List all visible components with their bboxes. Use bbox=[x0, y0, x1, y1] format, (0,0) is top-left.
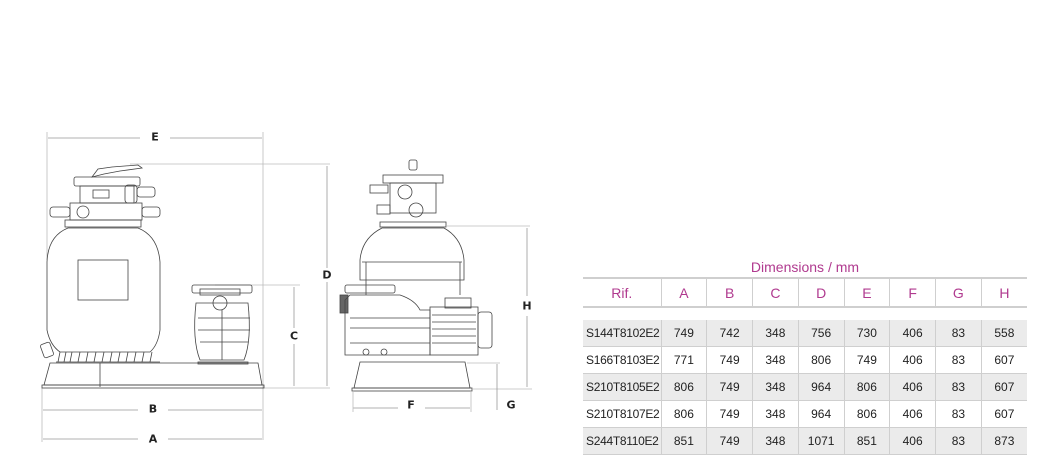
table-spacer bbox=[583, 307, 1027, 320]
cell-e: 851 bbox=[843, 427, 890, 455]
table-row: S244T8110E2 851 749 348 1071 851 406 83 … bbox=[583, 427, 1027, 455]
cell-a: 749 bbox=[660, 320, 707, 347]
cell-c: 348 bbox=[752, 373, 799, 401]
cell-c: 348 bbox=[752, 400, 799, 428]
cell-b: 749 bbox=[706, 373, 753, 401]
cell-d: 756 bbox=[797, 320, 844, 347]
cell-c: 348 bbox=[752, 320, 799, 347]
cell-h: 607 bbox=[980, 346, 1027, 374]
column-header-e: E bbox=[843, 277, 890, 308]
dimension-label-b: B bbox=[145, 402, 161, 416]
cell-f: 406 bbox=[889, 427, 936, 455]
technical-drawing: E D C B A H F G bbox=[40, 130, 535, 446]
table-row: S144T8102E2 749 742 348 756 730 406 83 5… bbox=[583, 320, 1027, 347]
cell-b: 742 bbox=[706, 320, 753, 347]
cell-d: 1071 bbox=[797, 427, 844, 455]
cell-d: 964 bbox=[797, 400, 844, 428]
cell-b: 749 bbox=[706, 427, 753, 455]
column-header-rif: Rif. bbox=[583, 277, 662, 308]
dimensions-table: Rif. A B C D E F G H S144T8102E2 749 742… bbox=[583, 277, 1027, 455]
cell-f: 406 bbox=[889, 373, 936, 401]
dimension-label-d: D bbox=[319, 268, 335, 282]
cell-f: 406 bbox=[889, 400, 936, 428]
dimensions-table-panel: Dimensions / mm Rif. A B C D E F G H S14… bbox=[583, 257, 1027, 455]
cell-a: 806 bbox=[660, 373, 707, 401]
dimension-label-e: E bbox=[148, 130, 162, 144]
cell-c: 348 bbox=[752, 346, 799, 374]
dimension-label-f: F bbox=[404, 398, 418, 412]
cell-f: 406 bbox=[889, 320, 936, 347]
cell-d: 806 bbox=[797, 346, 844, 374]
column-header-c: C bbox=[752, 277, 799, 308]
cell-g: 83 bbox=[935, 320, 982, 347]
cell-h: 607 bbox=[980, 400, 1027, 428]
cell-a: 851 bbox=[660, 427, 707, 455]
filter-pump-drawing bbox=[40, 132, 532, 442]
cell-f: 406 bbox=[889, 346, 936, 374]
column-header-d: D bbox=[797, 277, 844, 308]
table-title: Dimensions / mm bbox=[750, 259, 860, 275]
column-header-g: G bbox=[935, 277, 982, 308]
cell-b: 749 bbox=[706, 400, 753, 428]
cell-rif: S210T8107E2 bbox=[583, 400, 662, 428]
cell-rif: S166T8103E2 bbox=[583, 346, 662, 374]
cell-e: 730 bbox=[843, 320, 890, 347]
column-header-b: B bbox=[706, 277, 753, 308]
cell-a: 806 bbox=[660, 400, 707, 428]
cell-b: 749 bbox=[706, 346, 753, 374]
cell-a: 771 bbox=[660, 346, 707, 374]
table-row: S210T8107E2 806 749 348 964 806 406 83 6… bbox=[583, 400, 1027, 428]
cell-h: 607 bbox=[980, 373, 1027, 401]
dimension-label-h: H bbox=[519, 299, 535, 313]
cell-d: 964 bbox=[797, 373, 844, 401]
cell-e: 749 bbox=[843, 346, 890, 374]
column-header-h: H bbox=[980, 277, 1027, 308]
cell-rif: S210T8105E2 bbox=[583, 373, 662, 401]
dimension-label-g: G bbox=[503, 398, 519, 412]
cell-h: 873 bbox=[980, 427, 1027, 455]
column-header-f: F bbox=[889, 277, 936, 308]
dimension-label-c: C bbox=[286, 329, 302, 343]
cell-rif: S144T8102E2 bbox=[583, 320, 662, 347]
cell-g: 83 bbox=[935, 400, 982, 428]
table-header-row: Rif. A B C D E F G H bbox=[583, 277, 1027, 308]
cell-h: 558 bbox=[980, 320, 1027, 347]
cell-c: 348 bbox=[752, 427, 799, 455]
cell-g: 83 bbox=[935, 427, 982, 455]
table-row: S210T8105E2 806 749 348 964 806 406 83 6… bbox=[583, 373, 1027, 401]
column-header-a: A bbox=[660, 277, 707, 308]
dimension-label-a: A bbox=[145, 432, 161, 446]
cell-g: 83 bbox=[935, 373, 982, 401]
cell-e: 806 bbox=[843, 373, 890, 401]
cell-e: 806 bbox=[843, 400, 890, 428]
table-row: S166T8103E2 771 749 348 806 749 406 83 6… bbox=[583, 346, 1027, 374]
cell-rif: S244T8110E2 bbox=[583, 427, 662, 455]
cell-g: 83 bbox=[935, 346, 982, 374]
